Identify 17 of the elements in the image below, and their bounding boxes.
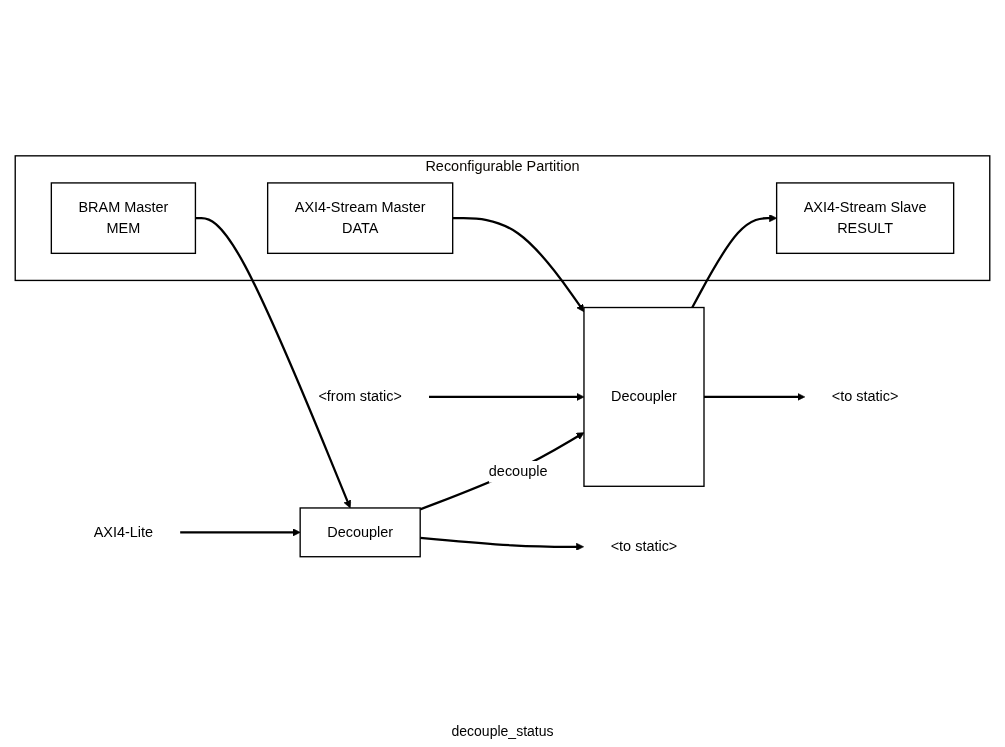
arrow [195,217,352,509]
arrow [452,217,585,312]
node-text: <to static> [610,538,678,555]
node-text: AXI4-Lite [93,524,154,540]
node-box: Decoupler [583,306,705,487]
edge-label: decouple [488,463,548,480]
arrow [691,214,777,309]
node-box: AXI4-Stream Slave RESULT [775,182,955,255]
node-box: Decoupler [299,507,421,558]
node-box: AXI4-Stream Master DATA [266,182,454,255]
node-text: <from static> [318,388,402,405]
signal-label: decouple_status [451,723,554,739]
node-box: BRAM Master MEM [50,182,197,255]
arrow [420,536,584,551]
arrow [180,528,301,537]
arrow [704,392,806,401]
node-text: <to static> [831,388,899,405]
